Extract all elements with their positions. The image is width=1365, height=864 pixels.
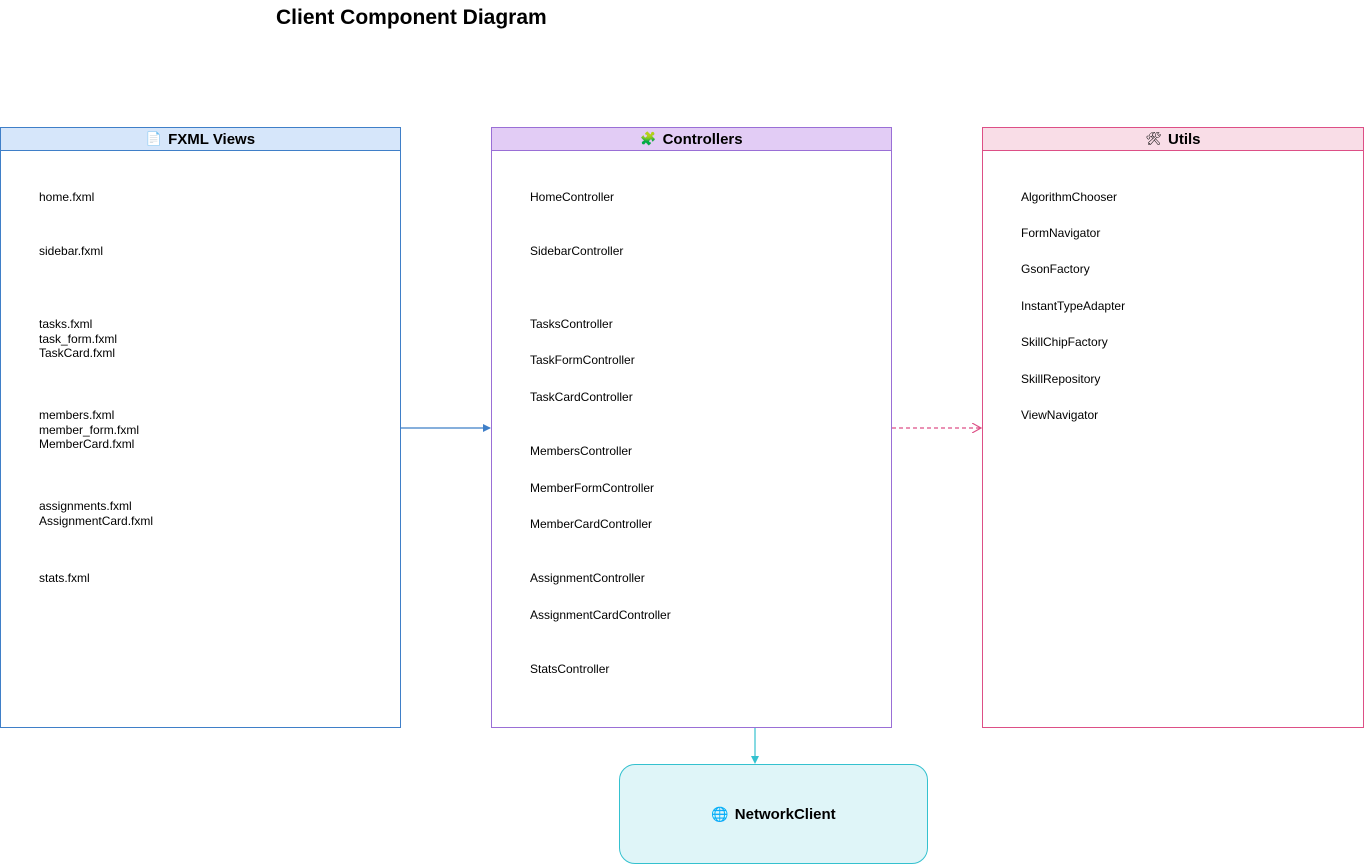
util-item: ViewNavigator: [1021, 408, 1099, 422]
controller-item: AssignmentController: [530, 571, 645, 585]
utils-box: 🛠 Utils AlgorithmChooser FormNavigator G…: [982, 127, 1364, 728]
controller-item: HomeController: [530, 190, 615, 204]
puzzle-icon: 🧩: [640, 131, 657, 146]
fxml-views-box: 📄 FXML Views home.fxml sidebar.fxml task…: [0, 127, 401, 728]
fxml-views-header: 📄 FXML Views: [1, 128, 400, 151]
controller-item: MemberCardController: [530, 517, 653, 531]
controllers-box: 🧩 Controllers HomeController SidebarCont…: [491, 127, 892, 728]
tools-icon: 🛠: [1145, 131, 1162, 146]
utils-title: Utils: [1168, 130, 1201, 148]
controller-item: StatsController: [530, 662, 610, 676]
controller-item: TaskCardController: [530, 390, 633, 404]
view-item: tasks.fxml task_form.fxml TaskCard.fxml: [39, 317, 118, 360]
fxml-views-title: FXML Views: [168, 130, 256, 148]
controller-item: TasksController: [530, 317, 613, 331]
controllers-title: Controllers: [662, 130, 743, 148]
view-item: stats.fxml: [39, 571, 90, 585]
controller-item: TaskFormController: [530, 353, 635, 367]
controller-item: MemberFormController: [530, 481, 655, 495]
controllers-to-network-arrowhead: [751, 756, 759, 764]
utils-header: 🛠 Utils: [983, 128, 1363, 151]
view-item: assignments.fxml AssignmentCard.fxml: [39, 499, 154, 528]
diagram-title: Client Component Diagram: [276, 6, 547, 29]
network-client-box: 🌐 NetworkClient: [619, 764, 928, 864]
controller-item: SidebarController: [530, 244, 624, 258]
view-item: home.fxml: [39, 190, 95, 204]
view-item: sidebar.fxml: [39, 244, 104, 258]
util-item: InstantTypeAdapter: [1021, 299, 1126, 313]
util-item: FormNavigator: [1021, 226, 1101, 240]
view-item: members.fxml member_form.fxml MemberCard…: [39, 408, 140, 451]
controller-item: AssignmentCardController: [530, 608, 671, 622]
document-icon: 📄: [145, 131, 163, 146]
controller-item: MembersController: [530, 444, 633, 458]
util-item: SkillRepository: [1021, 372, 1101, 386]
util-item: GsonFactory: [1021, 262, 1090, 276]
network-client-title: NetworkClient: [734, 805, 836, 823]
globe-icon: 🌐: [711, 805, 729, 822]
util-item: AlgorithmChooser: [1021, 190, 1118, 204]
util-item: SkillChipFactory: [1021, 335, 1108, 349]
controllers-header: 🧩 Controllers: [492, 128, 891, 151]
